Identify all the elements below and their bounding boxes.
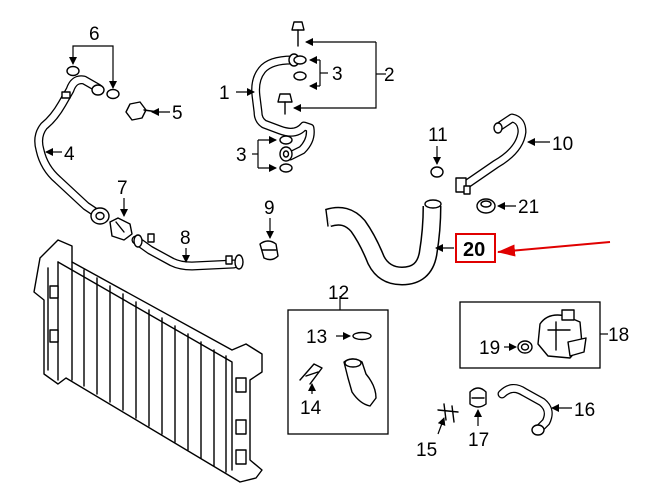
bolts-2: 2 [277, 21, 395, 173]
label-5: 5 [172, 103, 183, 124]
label-3-lower: 3 [236, 145, 247, 166]
fitting-15: 15 [416, 403, 459, 461]
label-10: 10 [552, 134, 573, 155]
label-8: 8 [180, 228, 191, 249]
hose-16: 16 [497, 384, 595, 436]
label-16: 16 [574, 400, 595, 421]
label-1: 1 [219, 83, 230, 104]
hose-20: 20 [324, 199, 611, 286]
label-14: 14 [300, 398, 322, 419]
cap-11: 11 [428, 125, 448, 178]
highlight-box-20 [455, 233, 496, 263]
label-6: 6 [89, 24, 100, 45]
clip-7: 7 [109, 178, 133, 241]
clamp-9: 9 [259, 198, 279, 261]
label-19: 19 [479, 338, 500, 359]
highlight-arrow [497, 241, 611, 257]
label-20: 20 [463, 239, 485, 261]
label-12: 12 [328, 283, 349, 304]
o-rings-6: 6 [66, 24, 120, 100]
label-15: 15 [416, 440, 437, 461]
label-11: 11 [428, 125, 448, 146]
radiator [33, 239, 263, 483]
clamp-17: 17 [468, 387, 489, 451]
label-3-upper: 3 [332, 64, 343, 85]
callout-3-upper: 3 [309, 56, 343, 90]
pipe-8: 8 [131, 228, 244, 271]
valve-box-18: 19 18 [459, 301, 629, 369]
kit-box-12: 12 13 14 [287, 283, 389, 435]
label-4: 4 [64, 144, 75, 165]
label-2: 2 [384, 65, 395, 86]
label-9: 9 [264, 198, 275, 219]
cap-21: 21 [476, 197, 539, 218]
label-7: 7 [117, 178, 128, 199]
callout-3-lower: 3 [236, 136, 277, 172]
bolt-5: 5 [125, 101, 183, 124]
label-18: 18 [608, 325, 629, 346]
label-21: 21 [518, 197, 539, 218]
hose-10: 10 [455, 113, 573, 195]
pipe-4 [34, 75, 110, 225]
label-17: 17 [468, 430, 489, 451]
label-13: 13 [306, 327, 327, 348]
